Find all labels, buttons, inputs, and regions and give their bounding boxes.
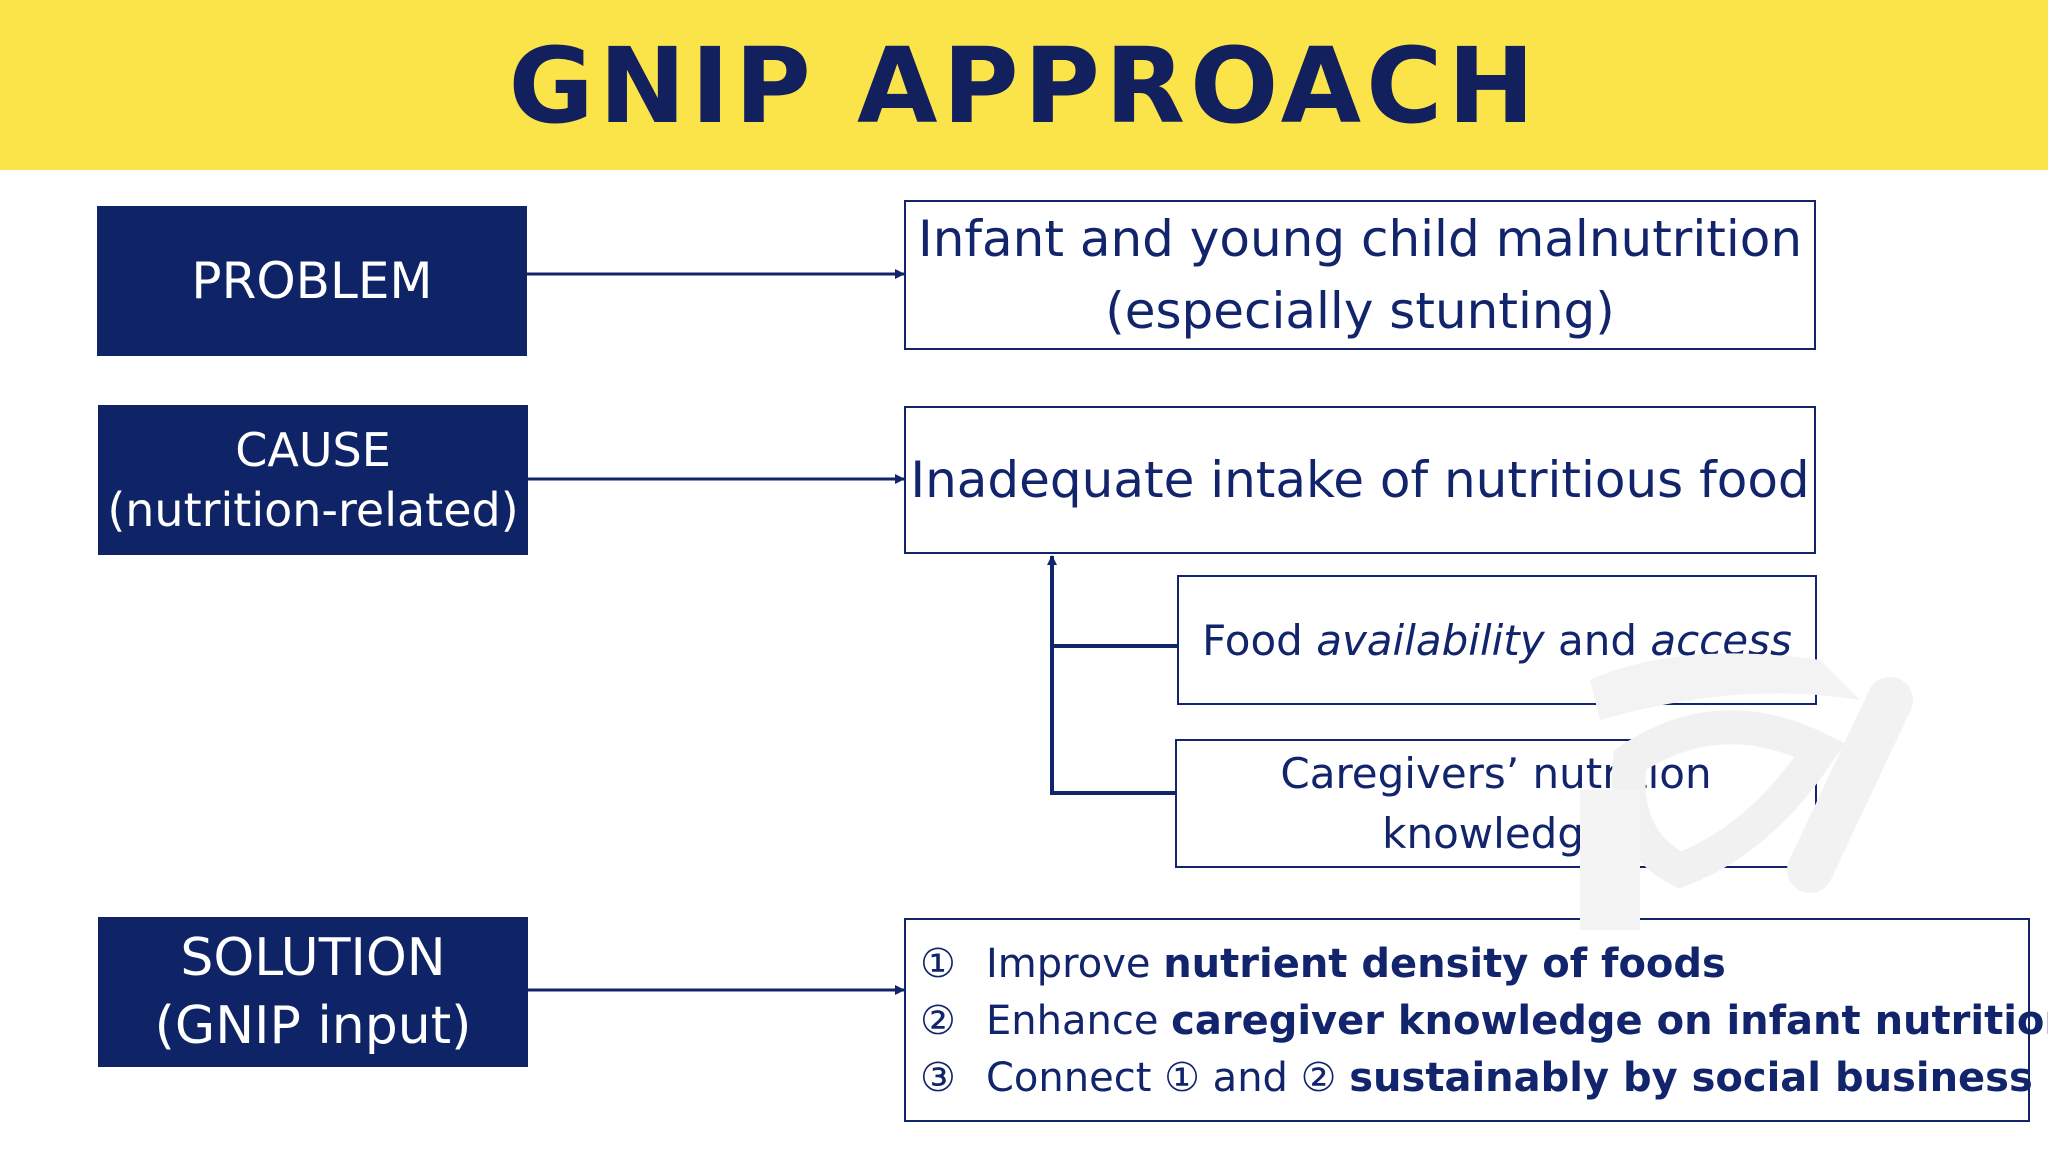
cause-text: Inadequate intake of nutritious food [910, 451, 1810, 509]
item-plain-text: Enhance [986, 998, 1172, 1044]
item-bold-text: nutrient density of foods [1163, 941, 1726, 987]
cause-label-box: CAUSE (nutrition-related) [98, 405, 528, 555]
header-bar [0, 0, 2048, 170]
item-bold-text: sustainably by social business [1349, 1055, 2033, 1101]
item-bold-text: caregiver knowledge on infant nutrition [1171, 998, 2048, 1044]
page-title: GNIP APPROACH [508, 25, 1540, 147]
solution-item: ① Improve nutrient density of foods [920, 936, 2028, 993]
problem-box: Infant and young child malnutrition (esp… [904, 200, 1816, 350]
solution-label-line1: SOLUTION [180, 928, 446, 988]
problem-label: PROBLEM [191, 252, 433, 310]
problem-text-line1: Infant and young child malnutrition [917, 210, 1803, 268]
item-plain-text: Improve [986, 941, 1164, 987]
cause-label-line2: (nutrition-related) [107, 483, 519, 537]
item-number: ① [920, 941, 956, 987]
solution-list: ① Improve nutrient density of foods ② Enha… [904, 918, 2048, 1122]
cause-box: Inadequate intake of nutritious food [904, 406, 1816, 554]
item-number: ② [920, 998, 956, 1044]
item-plain-text: Connect ① and ② [986, 1055, 1350, 1101]
solution-label-box: SOLUTION (GNIP input) [98, 917, 528, 1067]
solution-item: ③ Connect ① and ② sustainably by social b… [920, 1050, 2033, 1107]
problem-label-box: PROBLEM [97, 206, 527, 356]
item-number: ③ [920, 1055, 956, 1101]
watermark-logo [1580, 653, 1913, 930]
solution-label-line2: (GNIP input) [154, 996, 472, 1056]
problem-text-line2: (especially stunting) [1105, 282, 1615, 340]
solution-item: ② Enhance caregiver knowledge on infant n… [920, 993, 2048, 1050]
factor-availability-text: Food availability and access [1202, 615, 1792, 665]
cause-label-line1: CAUSE [235, 423, 391, 477]
factor-knowledge-line2: knowledge [1382, 808, 1610, 858]
